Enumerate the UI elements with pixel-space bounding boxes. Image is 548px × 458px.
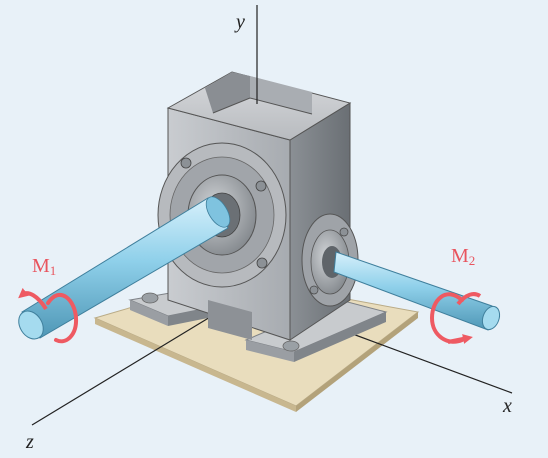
moment-label-m1: M1	[32, 255, 56, 278]
moment-m1-subscript: 1	[50, 263, 57, 278]
right-shaft	[333, 251, 501, 331]
z-axis-label: z	[25, 431, 34, 453]
moment-label-m2: M2	[451, 245, 475, 268]
moment-arrow-m1	[18, 287, 79, 344]
x-axis-label: x	[502, 395, 512, 417]
moment-m2-subscript: 2	[469, 253, 476, 268]
z-axis-line	[31, 304, 231, 426]
moment-m1-symbol: M	[32, 255, 50, 277]
moment-arrow-m2	[429, 292, 482, 344]
x-axis-line	[349, 332, 513, 394]
moment-m2-symbol: M	[451, 245, 469, 267]
y-axis-label: y	[234, 11, 245, 33]
